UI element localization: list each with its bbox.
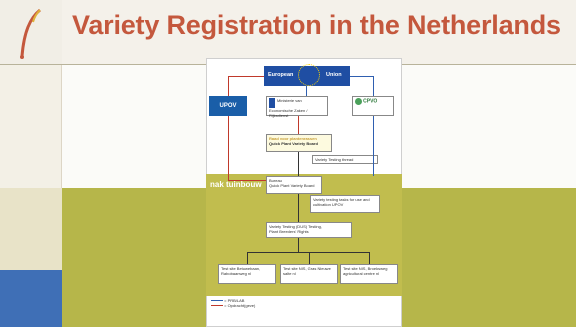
board-subtitle: Quick Plant Variety Board [269, 183, 315, 188]
connector-line [306, 86, 307, 96]
title-band [62, 0, 576, 64]
connector-line [228, 116, 229, 180]
connector-line [350, 76, 374, 77]
test-site-box: Test site NIS, Broeksweg agricultural ce… [340, 264, 398, 284]
connector-line [373, 76, 374, 96]
test-site-box: Test site Betuwebaan, Rabobaanweg nl [218, 264, 276, 284]
dus-subtitle: Plant Breeders' Rights [269, 229, 309, 234]
left-cream-block [0, 188, 62, 270]
quick-plant-board-box: Raad voor plantenrassen Quick Plant Vari… [266, 134, 332, 152]
logo [0, 0, 62, 64]
legend-blue-line-icon [211, 300, 223, 302]
connector-line [298, 194, 299, 222]
naktuinbouw-logo: nak tuinbouw [210, 180, 262, 189]
connector-line [369, 252, 370, 264]
cpvo-logo-icon [355, 98, 362, 105]
dus-testing-box: Variety Testing (DUS) Testing, Plant Bre… [266, 222, 352, 238]
legend: = PRB/LAB = Opdracht(geve) [211, 298, 271, 322]
legend-item: = Opdracht(geve) [211, 303, 271, 308]
cpvo-box: CPVO [352, 96, 394, 116]
board-box: Bureau Quick Plant Variety Board [266, 176, 322, 194]
connector-line [298, 116, 299, 134]
olive-band-left [62, 188, 206, 327]
connector-line [247, 252, 369, 253]
variety-testing-box: Variety Testing thread [312, 155, 378, 164]
connector-line [373, 116, 374, 176]
olive-band-right [402, 188, 576, 327]
swoosh-logo-icon [20, 8, 41, 59]
board-title: Bureau [269, 178, 282, 183]
crest-icon [269, 98, 275, 108]
rvo-box: Ministerie van Economische Zaken / Rijks… [266, 96, 328, 118]
legend-red-line-icon [211, 305, 223, 307]
testing-tasks-box: Variety testing tasks for use and cultiv… [310, 195, 380, 213]
connector-line [228, 180, 266, 181]
eu-label-right: Union [326, 72, 342, 78]
eu-stars-icon [298, 64, 320, 86]
qp-title: Raad voor plantenrassen [269, 136, 317, 141]
cpvo-label: CPVO [363, 98, 378, 105]
left-blue-block [0, 270, 62, 327]
qp-subtitle: Quick Plant Variety Board [269, 141, 318, 146]
dus-title: Variety Testing (DUS) Testing, [269, 224, 322, 229]
legend-label: = PRB/LAB [224, 298, 245, 303]
upov-box: UPOV [209, 96, 247, 116]
eu-label-left: European [268, 72, 294, 78]
connector-line [298, 238, 299, 252]
rvo-label: Ministerie van Economische Zaken / Rijks… [269, 98, 308, 118]
page-title: Variety Registration in the Netherlands [72, 10, 561, 40]
connector-line [309, 252, 310, 264]
connector-line [228, 76, 264, 77]
connector-line [247, 252, 248, 264]
connector-line [298, 152, 299, 176]
legend-label: = Opdracht(geve) [224, 303, 256, 308]
legend-item: = PRB/LAB [211, 298, 271, 303]
connector-line [228, 76, 229, 96]
test-site-box: Test site NIS, Gras Nieuwe salte nl [280, 264, 338, 284]
